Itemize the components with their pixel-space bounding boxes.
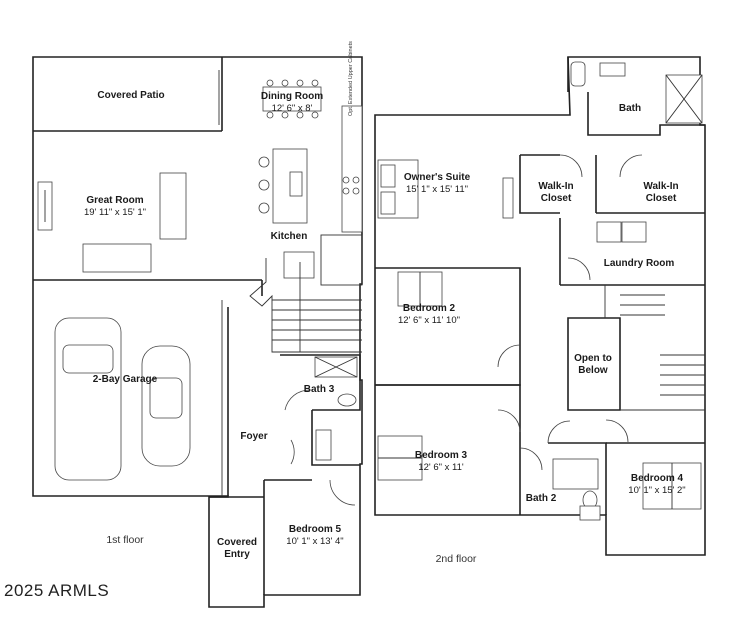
room-labels: Covered Patio Dining Room 12' 6" x 8' Gr… — [84, 41, 686, 565]
floor-label-second: 2nd floor — [436, 553, 477, 565]
room-dims-bedroom-4: 10' 1" x 15' 2" — [628, 485, 685, 496]
room-label-garage: 2-Bay Garage — [93, 374, 158, 385]
room-label-kitchen: Kitchen — [271, 231, 308, 242]
second-floor — [374, 56, 706, 556]
room-label-owners-suite: Owner's Suite — [404, 172, 471, 183]
room-dims-great-room: 19' 11" x 15' 1" — [84, 207, 146, 218]
room-label-great-room: Great Room — [86, 195, 143, 206]
room-label-bath-3: Bath 3 — [304, 384, 335, 395]
room-label-foyer: Foyer — [240, 431, 267, 442]
room-dims-bedroom-2: 12' 6" x 11' 10" — [398, 315, 460, 326]
first-floor — [32, 56, 363, 608]
room-label-bedroom-5: Bedroom 5 — [289, 524, 342, 535]
room-dims-bedroom-3: 12' 6" x 11' — [418, 462, 464, 473]
room-label-bedroom-2: Bedroom 2 — [403, 303, 456, 314]
room-label-dining-room: Dining Room — [261, 91, 323, 102]
watermark: 2025 ARMLS — [4, 581, 110, 600]
room-dims-dining-room: 12' 6" x 8' — [272, 103, 313, 114]
room-label-bedroom-4: Bedroom 4 — [631, 473, 684, 484]
note-extended-cabinets: Opt. Extended Upper Cabinets — [348, 41, 354, 116]
room-label-covered-patio: Covered Patio — [97, 90, 164, 101]
room-label-bath-2: Bath 2 — [526, 493, 557, 504]
room-label-bath: Bath — [619, 103, 641, 114]
room-dims-owners-suite: 15' 1" x 15' 11" — [406, 184, 468, 195]
room-label-bedroom-3: Bedroom 3 — [415, 450, 468, 461]
room-dims-bedroom-5: 10' 1" x 13' 4" — [286, 536, 343, 547]
room-label-laundry: Laundry Room — [604, 258, 675, 269]
floor-label-first: 1st floor — [106, 534, 144, 546]
